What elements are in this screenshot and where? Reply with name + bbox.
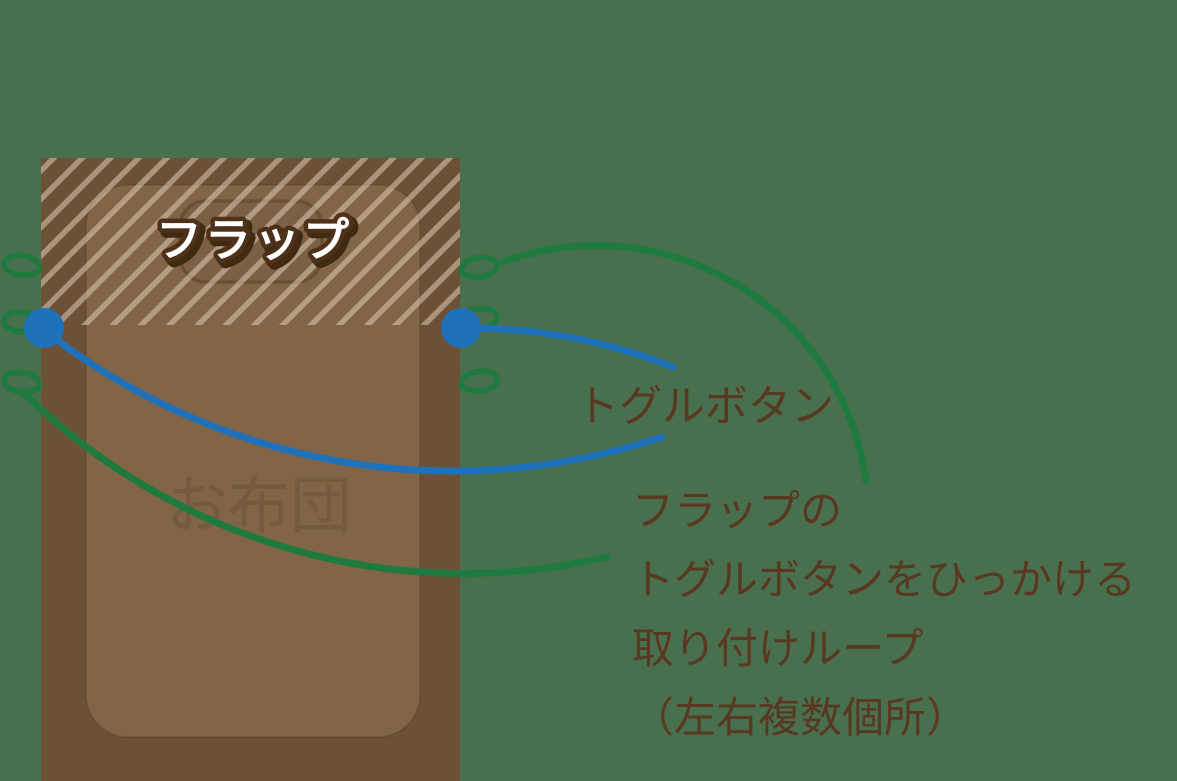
futon-label: お布団	[166, 472, 352, 541]
attachment-loop-right-bottom	[458, 368, 500, 394]
toggle-button-dot-left	[24, 308, 64, 348]
toggle-button-label: トグルボタン	[576, 384, 834, 431]
loop-note-line-3: 取り付けループ	[632, 627, 924, 673]
toggle-pointer-line-right	[457, 324, 677, 371]
flap-label: フラップ	[156, 214, 352, 266]
flap-hatched-area	[41, 158, 460, 325]
loop-pointer-line-right	[499, 241, 870, 485]
attachment-loop-left-top	[1, 252, 43, 278]
loop-note-line-1: フラップの	[632, 489, 843, 535]
loop-pointer-line-left	[19, 388, 611, 577]
attachment-loop-right-top	[458, 254, 500, 280]
loop-note-line-2: トグルボタンをひっかける	[632, 558, 1137, 604]
attachment-loop-left-bottom	[1, 369, 43, 395]
loop-note: フラップの トグルボタンをひっかける 取り付けループ （左右複数個所）	[632, 478, 1136, 754]
toggle-button-dot-right	[441, 308, 481, 348]
flap-label-shadow: フラップ	[160, 218, 356, 270]
loop-note-line-4: （左右複数個所）	[632, 696, 969, 742]
toggle-pointer-line-left	[40, 326, 666, 475]
